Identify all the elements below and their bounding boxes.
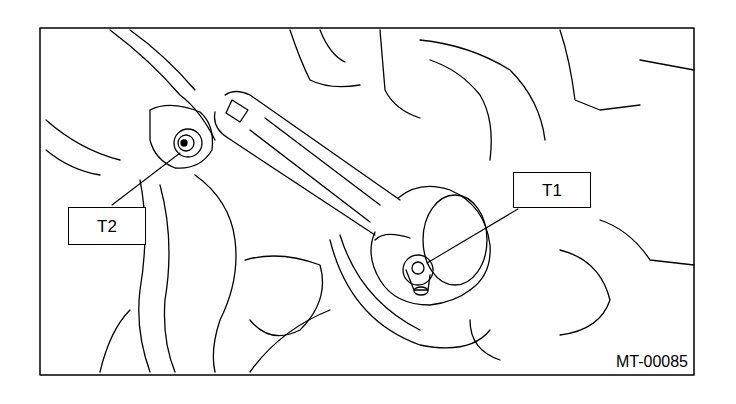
callout-box: T1 (513, 172, 591, 208)
engine-parts (46, 30, 694, 372)
callout-box: T2 (68, 207, 146, 245)
leader-line (112, 153, 518, 263)
bolt (174, 129, 433, 295)
frame (40, 28, 694, 375)
callout-number: T2 (97, 218, 117, 235)
figure-code: MT-00085 (614, 354, 690, 370)
pitching-stopper-rod (215, 92, 491, 306)
callout-number: T1 (542, 182, 562, 199)
